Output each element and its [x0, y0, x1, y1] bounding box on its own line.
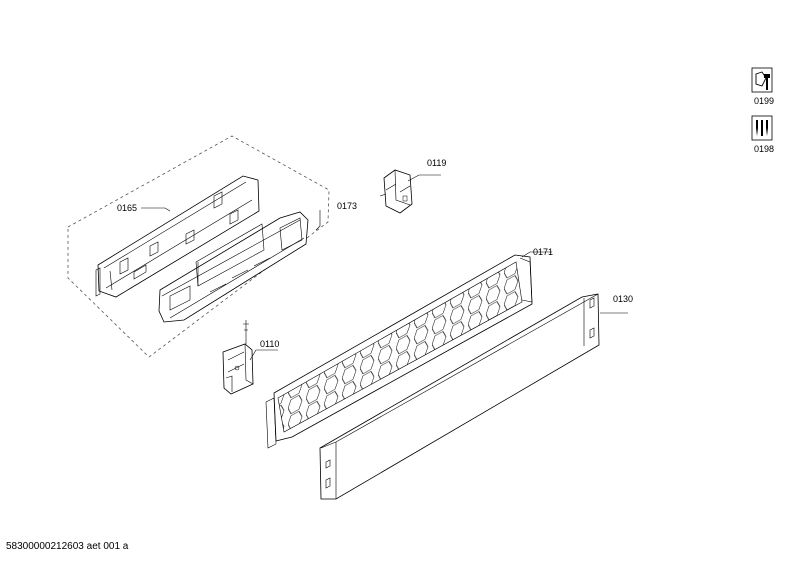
- part-0130-front-panel[interactable]: [319, 293, 600, 500]
- label-0171: 0171: [533, 247, 553, 257]
- assembly-group-outline: [67, 135, 330, 358]
- part-0110-switch-bracket[interactable]: [222, 320, 254, 395]
- label-0198: 0198: [754, 144, 774, 154]
- label-0165: 0165: [117, 203, 137, 213]
- label-0110: 0110: [260, 339, 279, 349]
- drawing-reference-code: 58300000212603 aet 001 a: [6, 541, 129, 552]
- label-0173: 0173: [337, 201, 357, 211]
- part-0171-honeycomb-panel[interactable]: [265, 254, 533, 449]
- part-0119-connector[interactable]: [379, 169, 413, 214]
- part-0165-control-frame[interactable]: [95, 175, 260, 298]
- label-0199: 0199: [754, 96, 774, 106]
- label-0119: 0119: [427, 158, 446, 168]
- label-0130: 0130: [613, 294, 633, 304]
- wrench-screw-tool-icon: [751, 67, 773, 93]
- screwdriver-set-icon: [751, 115, 773, 141]
- part-0173-control-module[interactable]: [158, 211, 309, 323]
